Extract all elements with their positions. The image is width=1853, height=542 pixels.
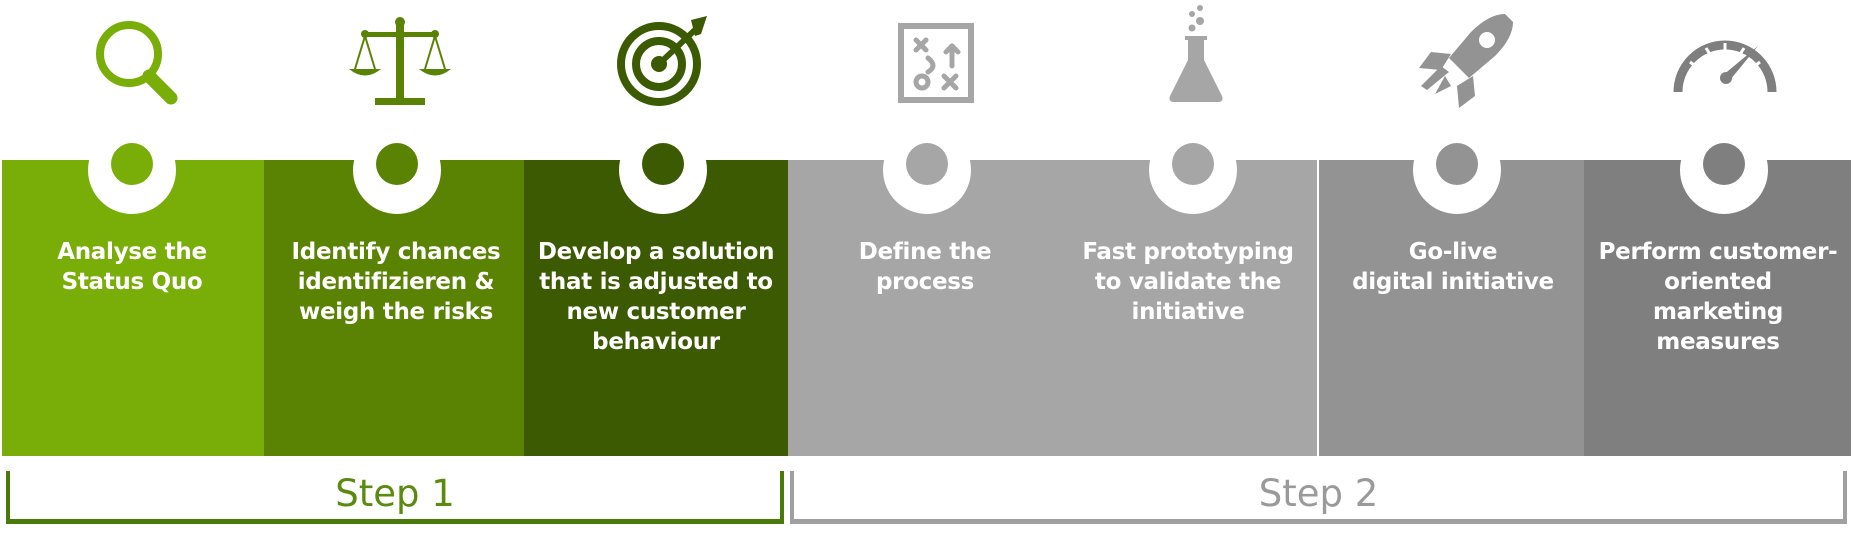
scales-icon bbox=[335, 6, 465, 118]
step-1-label: Step 1 bbox=[335, 472, 455, 515]
stage-dot-7 bbox=[1703, 143, 1745, 185]
flask-icon bbox=[1131, 5, 1261, 118]
stage-dot-4 bbox=[906, 143, 948, 185]
stage-dot-5 bbox=[1172, 143, 1214, 185]
magnifier-icon bbox=[67, 6, 197, 118]
stage-dot-2 bbox=[376, 143, 418, 185]
stage-dot-1 bbox=[111, 143, 153, 185]
panel-divider bbox=[1317, 160, 1319, 456]
stage-panel-4 bbox=[788, 160, 1318, 456]
tactic-board-icon bbox=[868, 6, 998, 118]
step-1-bracket: Step 1 bbox=[6, 470, 784, 524]
step-2-bracket: Step 2 bbox=[790, 470, 1847, 524]
target-icon bbox=[597, 6, 727, 118]
stage-dot-3 bbox=[642, 143, 684, 185]
rocket-icon bbox=[1397, 6, 1527, 118]
speedometer-icon bbox=[1660, 6, 1790, 118]
stage-dot-6 bbox=[1436, 143, 1478, 185]
step-2-label: Step 2 bbox=[1258, 472, 1379, 515]
